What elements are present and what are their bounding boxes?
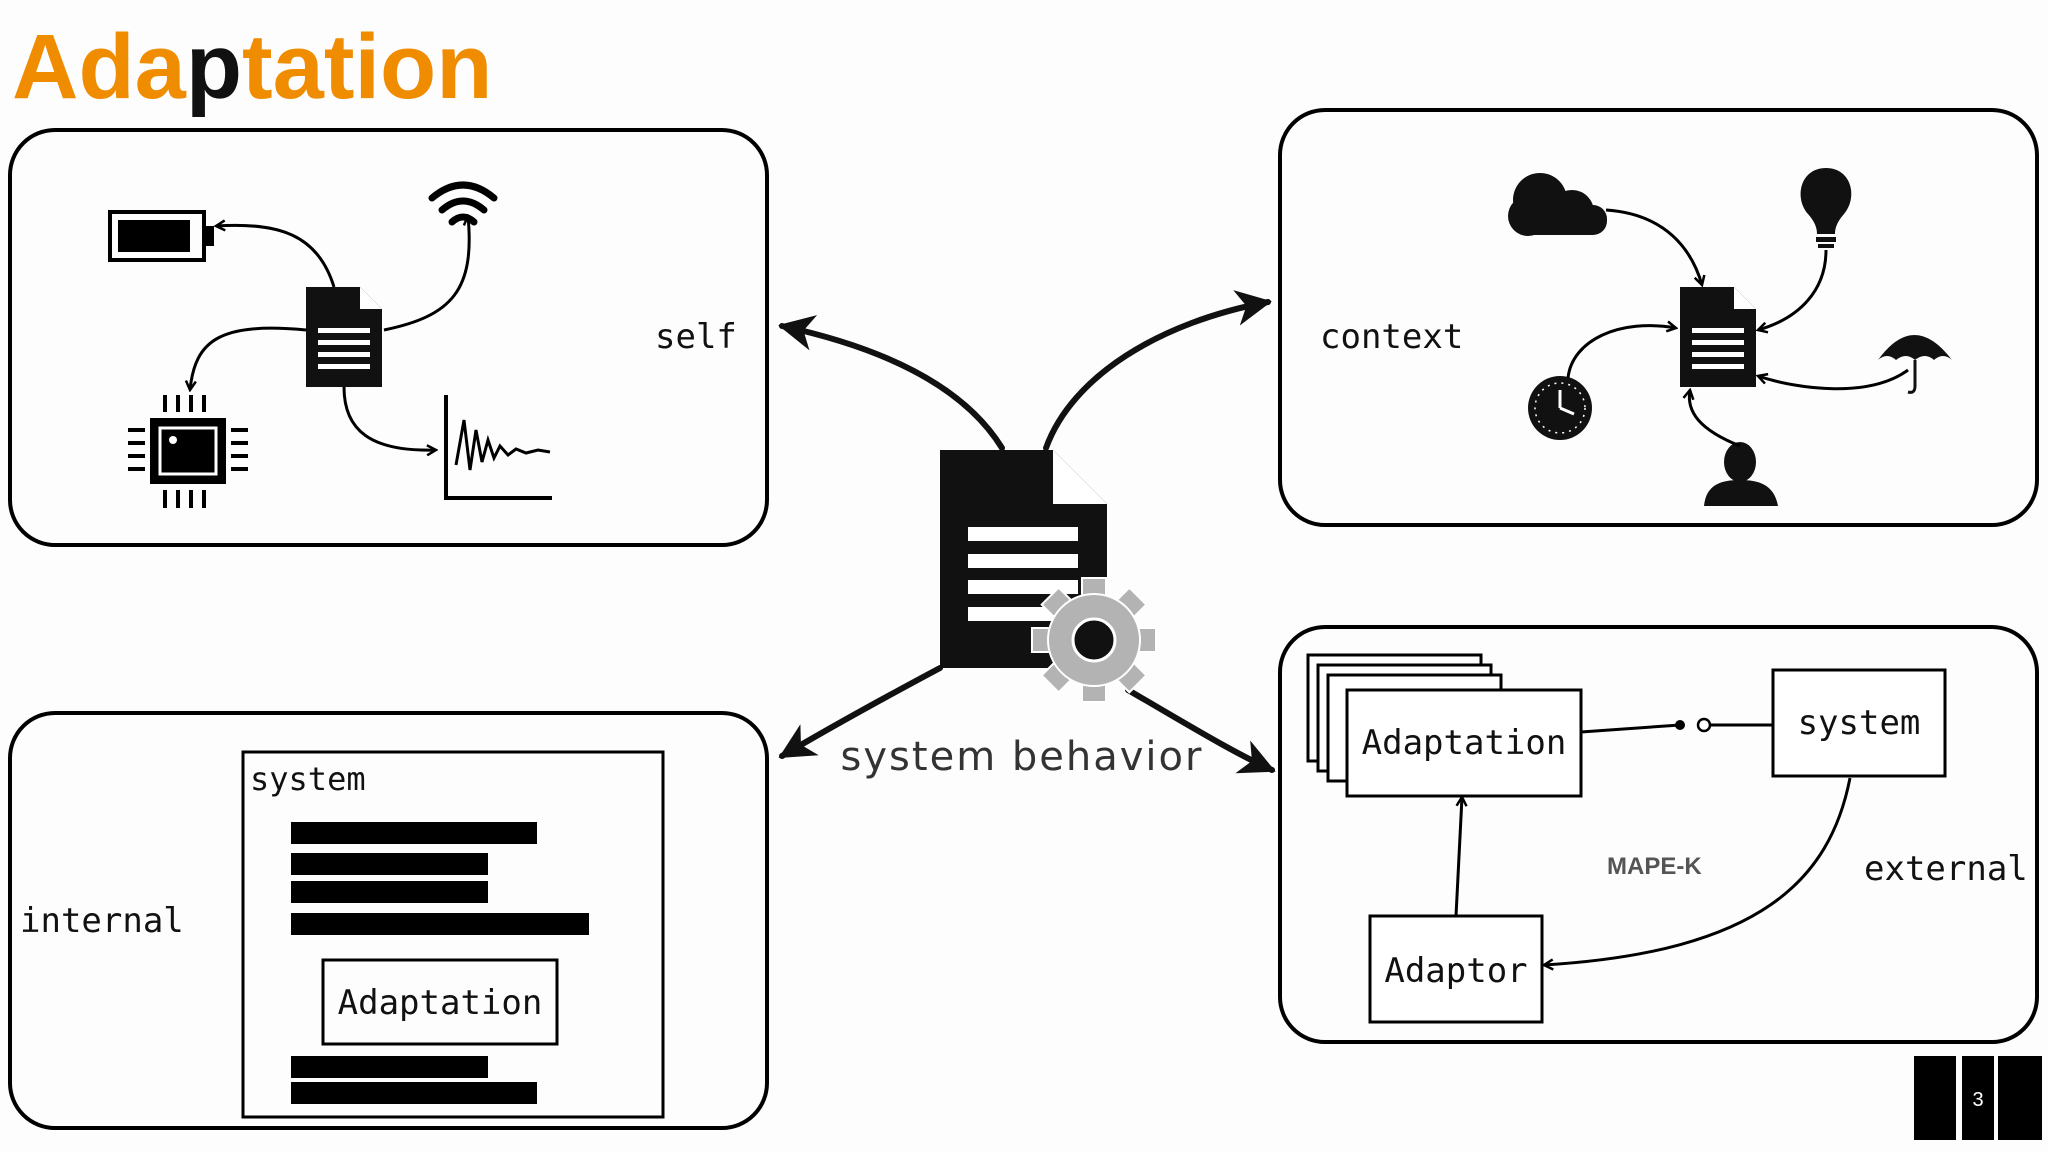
panel-self-label: self	[655, 317, 737, 357]
adaptation-stack	[1306, 653, 1583, 798]
lightbulb-icon	[1800, 168, 1852, 248]
document-icon	[1680, 287, 1756, 387]
panel-external: external Adaptation system Adaptor MAPE-…	[1278, 625, 2039, 1044]
panel-external-label: external	[1864, 849, 2028, 889]
person-icon	[1704, 442, 1778, 506]
internal-system-box	[241, 750, 665, 1119]
internal-adaptation-label: Adaptation	[338, 983, 543, 1023]
center-label: system behavior	[841, 734, 1204, 780]
panel-context-label: context	[1320, 317, 1463, 357]
arrow-to-self	[778, 315, 1005, 451]
switch-connector	[1580, 717, 1773, 734]
umbrella-icon	[1878, 335, 1952, 394]
arrow-to-signal	[342, 386, 436, 450]
internal-adaptation-box	[321, 958, 559, 1046]
panel-internal-label: internal	[20, 901, 184, 941]
arrow-adaptor-to-adaptation	[1454, 797, 1462, 917]
arrow-from-person	[1689, 390, 1741, 448]
clock-icon	[1528, 376, 1592, 440]
arrow-from-cloud	[1605, 208, 1702, 285]
arrow-from-umbrella	[1758, 368, 1909, 391]
page-number: 3	[1972, 1089, 1983, 1111]
arrow-to-chip	[190, 326, 307, 390]
internal-system-label: system	[250, 760, 366, 798]
gear-icon	[1031, 577, 1157, 703]
arrow-to-context	[1043, 290, 1272, 451]
panel-internal: internal system Adaptation	[8, 711, 769, 1130]
panel-context: context	[1278, 108, 2039, 527]
system-behavior-hub: system behavior	[778, 290, 1276, 780]
external-adaptor-label: Adaptor	[1384, 951, 1527, 991]
external-system-label: system	[1798, 703, 1921, 743]
page-number-badge: 3	[1914, 1056, 2042, 1140]
external-adaptation-label: Adaptation	[1362, 723, 1567, 763]
wifi-icon	[428, 181, 498, 226]
arrow-to-battery	[216, 225, 336, 288]
panel-self: self	[8, 128, 769, 547]
arrow-to-external	[1125, 687, 1276, 774]
mapek-label: MAPE-K	[1607, 853, 1702, 880]
battery-icon	[108, 210, 214, 262]
cloud-icon	[1508, 173, 1607, 236]
arrow-system-to-adaptor	[1544, 777, 1852, 965]
arrow-to-wifi	[383, 216, 469, 332]
signal-graph-icon	[444, 395, 552, 500]
external-system-box	[1771, 668, 1947, 778]
chip-icon	[128, 395, 248, 508]
arrow-to-internal	[778, 665, 943, 759]
document-icon	[306, 287, 382, 387]
code-lines	[291, 822, 589, 1104]
arrow-from-clock	[1566, 326, 1676, 379]
slide-title: Adaptation	[12, 16, 492, 118]
arrow-from-bulb	[1758, 249, 1828, 330]
